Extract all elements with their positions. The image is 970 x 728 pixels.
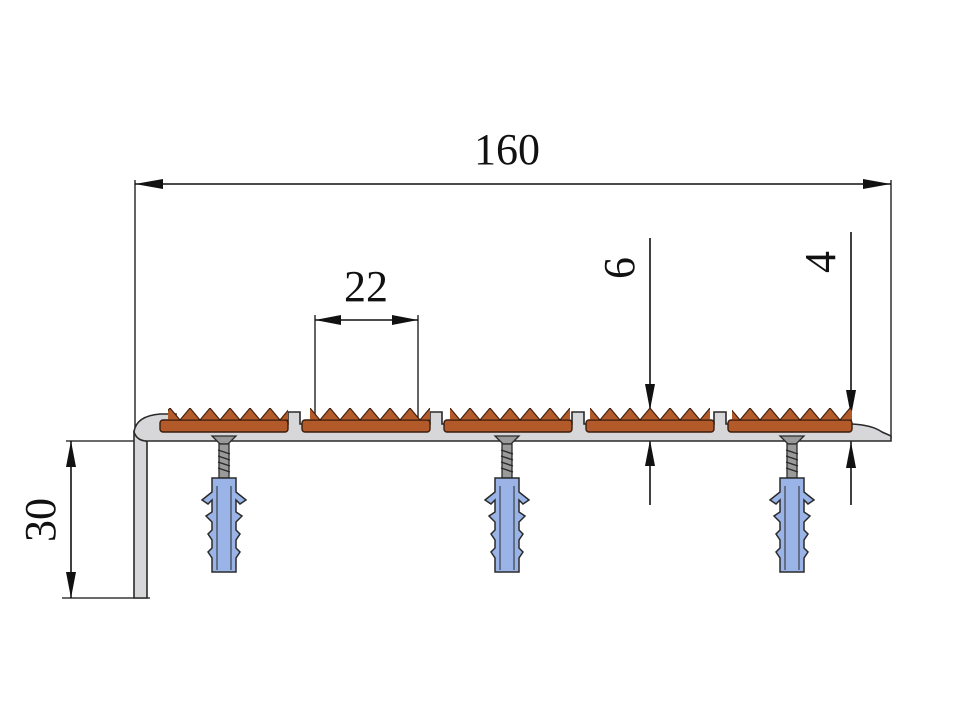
pitch-dimension-label: 22: [344, 262, 388, 311]
width-dimension-label: 160: [474, 125, 540, 174]
screw-icon: [210, 435, 238, 479]
insert-strip-2: [301, 419, 431, 433]
dowel-icon: [768, 477, 816, 573]
pitch-arrow-right: [392, 315, 418, 325]
insert-strip-4: [585, 419, 715, 433]
rib-arrow-down: [645, 384, 655, 410]
insert-strip-5: [727, 419, 853, 433]
rib-dimension-label: 6: [595, 257, 644, 279]
screw-icon: [493, 435, 521, 479]
nosing-dimension-label: 4: [796, 251, 845, 273]
fastener-2: [483, 435, 531, 573]
insert-teeth-2: [310, 408, 430, 420]
insert-teeth-5: [732, 408, 852, 420]
height-dimension-label: 30: [16, 498, 65, 542]
anti-slip-inserts: [159, 408, 853, 433]
nosing-arrow-up: [846, 442, 856, 468]
fastener-3: [768, 435, 816, 573]
profile-height-dimension: 30: [16, 440, 150, 599]
overall-width-dimension: 160: [134, 125, 892, 438]
insert-teeth-1: [168, 408, 288, 420]
nosing-height-dimension: 4: [796, 232, 856, 505]
profile-vertical-leg: [133, 430, 148, 599]
insert-strip-3: [443, 419, 573, 433]
width-arrow-right: [863, 179, 891, 189]
rib-height-dimension: 6: [595, 238, 655, 505]
height-arrow-bottom: [66, 572, 76, 598]
fastener-1: [200, 435, 248, 573]
nosing-arrow-down: [846, 390, 856, 416]
height-arrow-top: [66, 441, 76, 467]
width-arrow-left: [135, 179, 163, 189]
dowel-icon: [200, 477, 248, 573]
insert-teeth-4: [590, 408, 710, 420]
insert-teeth-3: [450, 408, 570, 420]
insert-strip-1: [159, 419, 289, 433]
rib-arrow-up: [645, 440, 655, 466]
dowel-icon: [483, 477, 531, 573]
insert-pitch-dimension: 22: [314, 262, 419, 420]
screw-icon: [778, 435, 806, 479]
pitch-arrow-left: [315, 315, 341, 325]
